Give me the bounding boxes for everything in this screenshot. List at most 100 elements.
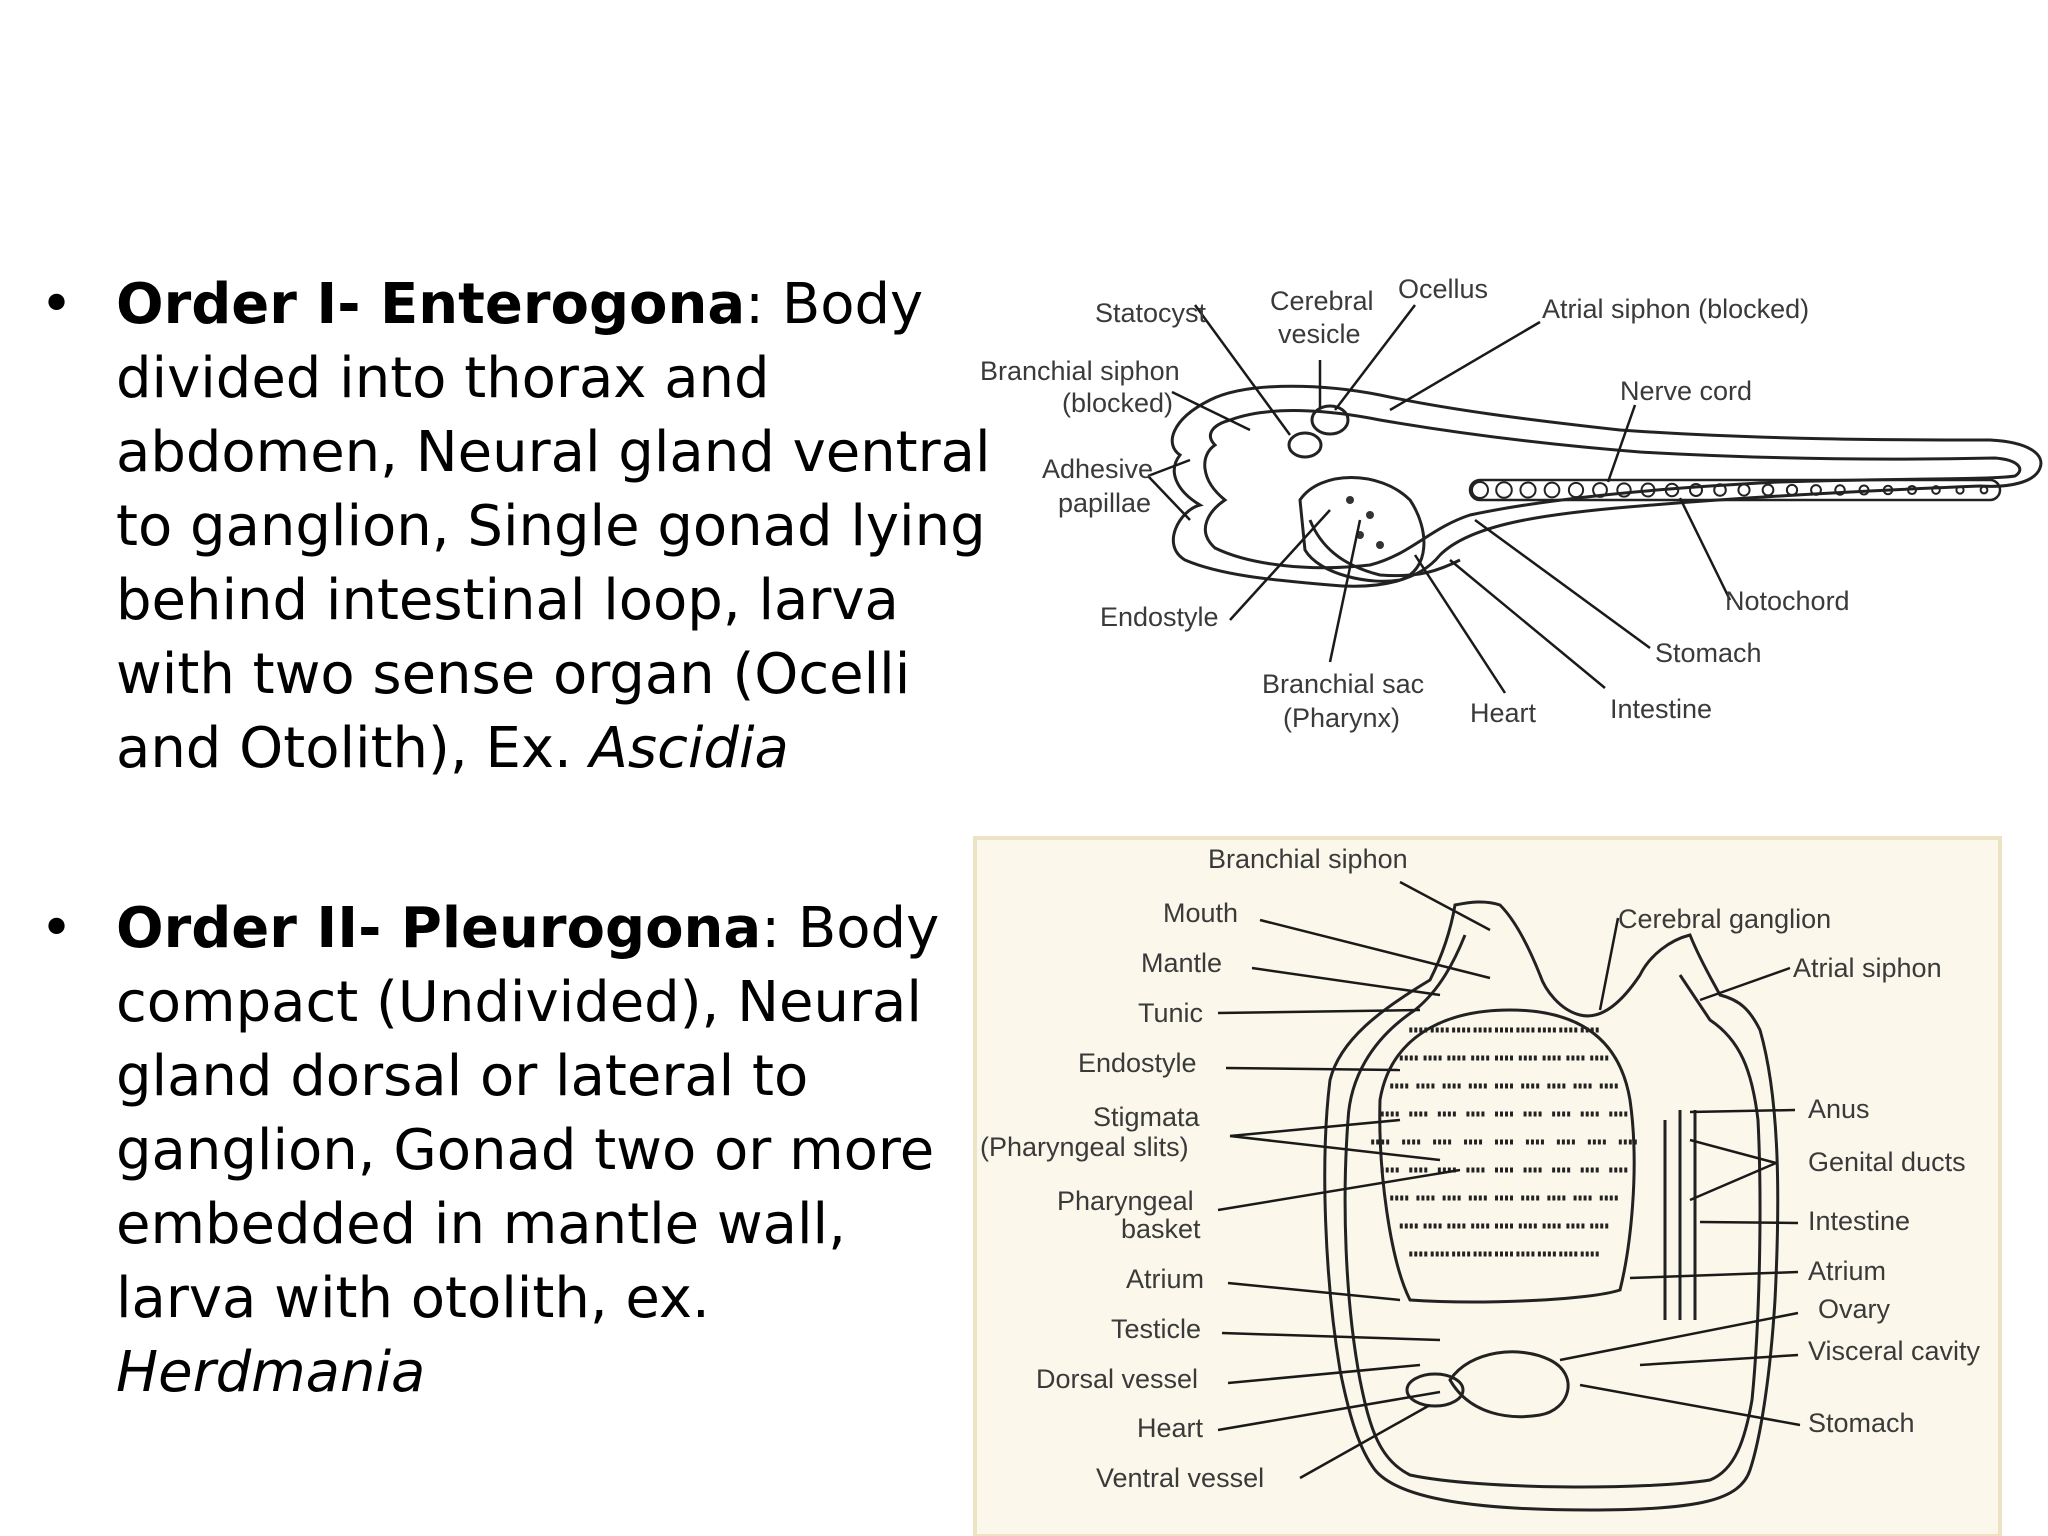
notochord-cell [1495,481,1513,499]
order-1-line: with two sense organ (Ocelli [116,642,911,707]
leader-genital-ducts-2 [1689,1161,1777,1202]
order-2-example: Herdmania [116,1340,426,1405]
label-mantle: Mantle [1141,948,1222,978]
bullet-dot: • [40,272,74,337]
leader-ovary [1559,1311,1799,1362]
pharyngeal-basket-outline [1378,1008,1636,1304]
leader-tunic [1217,1008,1421,1015]
label-heart: Heart [1137,1413,1204,1443]
leader-nerve-cord [1606,404,1637,483]
label-cerebral-line1: Cerebral [1270,286,1374,316]
notochord-cell [1761,483,1775,497]
label-notochord: Notochord [1725,586,1850,616]
leader-stomach [1579,1383,1801,1427]
order-1-line: abdomen, Neural gland ventral [116,420,991,485]
leader-branchial-siphon [1399,880,1491,932]
leader-endostyle [1225,1066,1401,1072]
label-stomach: Stomach [1808,1408,1915,1438]
leader-branchial-sac [1328,519,1362,663]
leader-heart [1413,554,1507,694]
ocellus-organ [1310,404,1350,436]
visceral-organs [1448,1350,1570,1419]
leader-dorsal-vessel [1227,1363,1421,1385]
leader-stomach [1474,518,1651,650]
label-intestine: Intestine [1610,694,1712,724]
notochord-cell [1882,484,1894,496]
label-branchial-siphon: Branchial siphon [1208,844,1408,874]
notochord-cell [1979,485,1989,495]
adult-mantle-outline [1343,934,1762,1489]
leader-stigmata-1 [1229,1118,1401,1138]
notochord-cell [1543,481,1561,499]
label-cerebral-line2: vesicle [1278,319,1361,349]
label-branchial-siphon-line1: Branchial siphon [980,356,1180,386]
label-genital-ducts: Genital ducts [1808,1147,1966,1177]
order-2-line: embedded in mantle wall, [116,1192,846,1257]
label-anus: Anus [1808,1094,1870,1124]
notochord-cell [1834,484,1846,496]
label-atrial-siphon: Atrial siphon (blocked) [1542,294,1809,324]
order-2-line: gland dorsal or lateral to [116,1044,809,1109]
label-endostyle: Endostyle [1078,1048,1197,1078]
larva-inner-outline [1203,409,2022,570]
label-atrium-left: Atrium [1126,1264,1204,1294]
pharynx-dots [1346,496,1384,549]
label-cerebral-ganglion: Cerebral ganglion [1618,904,1831,934]
label-atrium-right: Atrium [1808,1256,1886,1286]
notochord-cell [1592,482,1608,498]
order-1-bullet: • Order I- Enterogona: Body divided into… [40,268,1000,786]
notochord-cell [1519,481,1537,499]
notochord-cell [1640,482,1656,498]
order-2-line: : Body [761,896,940,961]
label-stigmata-line2: (Pharyngeal slits) [980,1132,1189,1162]
leader-anus [1689,1108,1796,1114]
leader-atrial-siphon [1389,320,1541,412]
label-visceral-cavity: Visceral cavity [1808,1336,1981,1366]
notochord-cell [1471,481,1489,499]
genital-ducts-structure [1663,1110,1697,1320]
label-nerve-cord: Nerve cord [1620,376,1752,406]
leader-atrial-siphon [1699,966,1791,1002]
label-branchial-sac-line2: (Pharynx) [1283,703,1400,733]
label-pharyngeal-line2: basket [1121,1214,1201,1244]
order-2-text: Order II- Pleurogona: Body compact (Undi… [116,892,1000,1410]
ascidian-larva-diagram: Statocyst Cerebral vesicle Ocellus Atria… [980,274,2043,733]
notochord-cell [1616,482,1632,498]
order-2-bullet: • Order II- Pleurogona: Body compact (Un… [40,892,1000,1410]
order-2-title: Order II- Pleurogona [116,896,762,961]
stigmata-rows [1371,1027,1639,1257]
leader-pharyngeal-basket [1217,1168,1461,1212]
notochord-cell [1688,482,1704,498]
label-dorsal-vessel: Dorsal vessel [1036,1364,1198,1394]
label-statocyst: Statocyst [1095,298,1207,328]
leader-notochord [1678,497,1732,601]
order-1-line: to ganglion, Single gonad lying [116,494,986,559]
notochord-cells [1471,481,1989,499]
leader-visceral-cavity [1639,1353,1799,1367]
leader-genital-ducts-1 [1689,1138,1777,1165]
leader-statocyst [1193,304,1292,436]
notochord-cell [1664,482,1680,498]
notochord-cell [1737,483,1751,497]
label-adhesive-line1: Adhesive [1042,454,1153,484]
order-1-line: : Body [745,272,924,337]
leader-stigmata-2 [1229,1134,1441,1162]
label-ventral-vessel: Ventral vessel [1096,1463,1264,1493]
label-tunic: Tunic [1138,998,1203,1028]
notochord-cell [1810,484,1822,496]
statocyst-organ [1287,431,1323,459]
notochord-cell [1931,485,1941,495]
order-2-line: ganglion, Gonad two or more [116,1118,935,1183]
label-intestine: Intestine [1808,1206,1910,1236]
leader-testicle [1221,1331,1441,1342]
order-1-line: divided into thorax and [116,346,770,411]
herdmania-adult-diagram: Branchial siphon Mouth Mantle Tunic Endo… [973,836,2002,1536]
label-ocellus: Ocellus [1398,274,1488,304]
order-1-example: Ascidia [589,716,789,781]
order-1-text: Order I- Enterogona: Body divided into t… [116,268,1000,786]
leader-adhesive-1 [1147,458,1191,478]
label-stigmata-line1: Stigmata [1093,1102,1201,1132]
notochord-cell [1906,484,1918,496]
label-branchial-siphon-line2: (blocked) [1062,388,1173,418]
